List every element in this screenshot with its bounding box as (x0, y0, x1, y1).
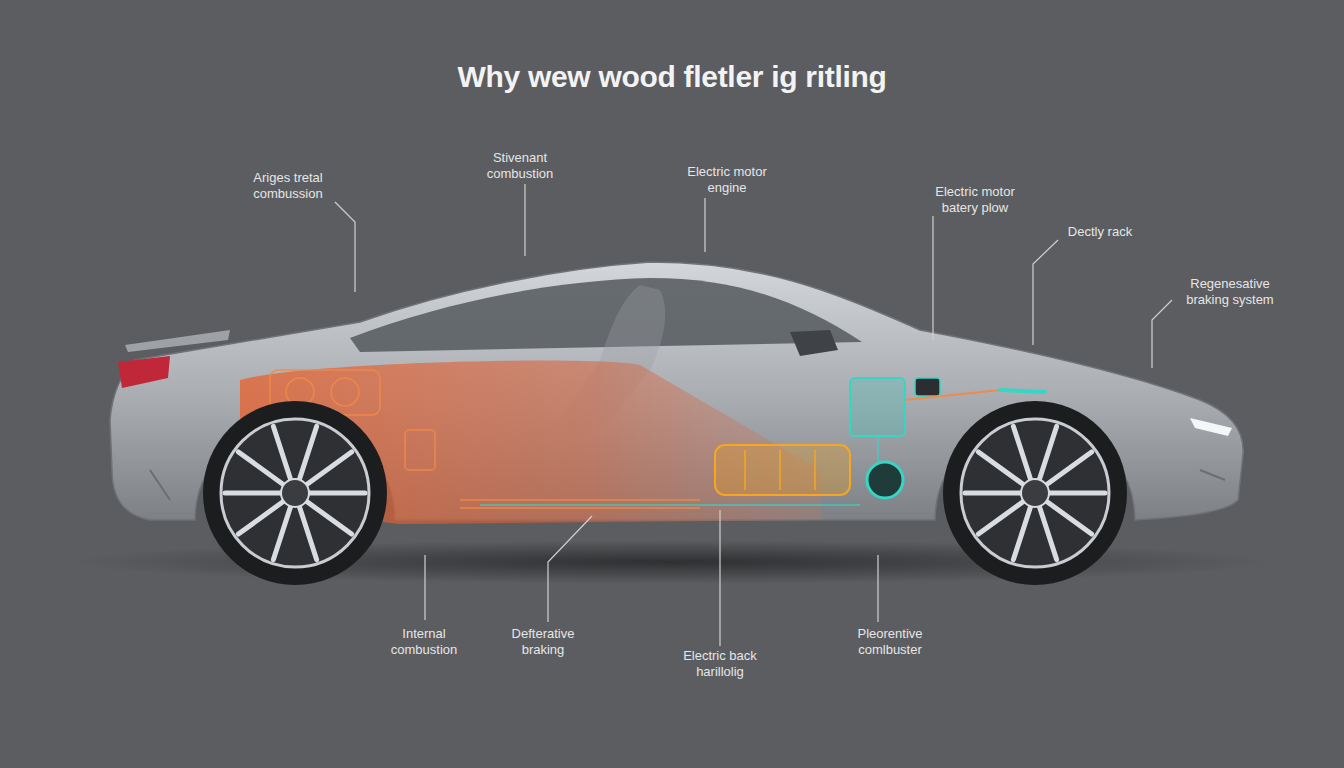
leader-line (719, 510, 720, 646)
battery-cell (744, 450, 746, 490)
drive-shaft (460, 499, 700, 501)
part-label: Electric motor engine (677, 164, 777, 196)
electric-motor (850, 378, 905, 436)
part-label: Electric motor batery plow (925, 184, 1025, 216)
leader-line (1033, 240, 1058, 345)
leader-line (424, 555, 425, 620)
controller-unit (915, 378, 940, 396)
leader-line (1152, 300, 1172, 368)
drive-shaft (460, 507, 700, 509)
leader-line (932, 216, 933, 340)
leader-line (335, 202, 355, 292)
rear-wheel (203, 401, 387, 585)
part-label: Regenesative braking system (1173, 276, 1288, 308)
leader-line (548, 516, 592, 622)
signal-wire (480, 436, 878, 505)
part-label: Internal combustion (382, 626, 466, 658)
leader-line (524, 184, 525, 256)
part-label: Dectly rack (1045, 224, 1155, 240)
battery-cell (814, 450, 816, 490)
leader-line (704, 198, 705, 252)
side-mirror (790, 330, 838, 356)
part-label: Defterative braking (498, 626, 588, 658)
leader-line (877, 555, 878, 622)
battery-pack (715, 445, 850, 495)
battery-cells (745, 450, 815, 490)
part-label: Pleorentive comlbuster (842, 626, 938, 658)
part-label: Electric back harillolig (674, 648, 766, 680)
power-wire (905, 390, 1045, 400)
part-label: Stivenant combustion (478, 150, 562, 182)
rear-spoiler (125, 330, 230, 352)
part-label: Ariges tretal combussion (238, 170, 338, 202)
head-light (1190, 418, 1232, 436)
front-wheel (943, 401, 1127, 585)
diagram-title: Why wew wood fletler ig ritling (0, 60, 1344, 94)
engine-part (405, 430, 435, 470)
leader-lines (335, 184, 1172, 646)
side-window (350, 278, 862, 352)
engine-part (331, 378, 359, 406)
motor-rotor (867, 462, 903, 498)
charge-glow (1000, 390, 1045, 392)
battery-cell (779, 450, 781, 490)
tail-light (118, 356, 170, 388)
